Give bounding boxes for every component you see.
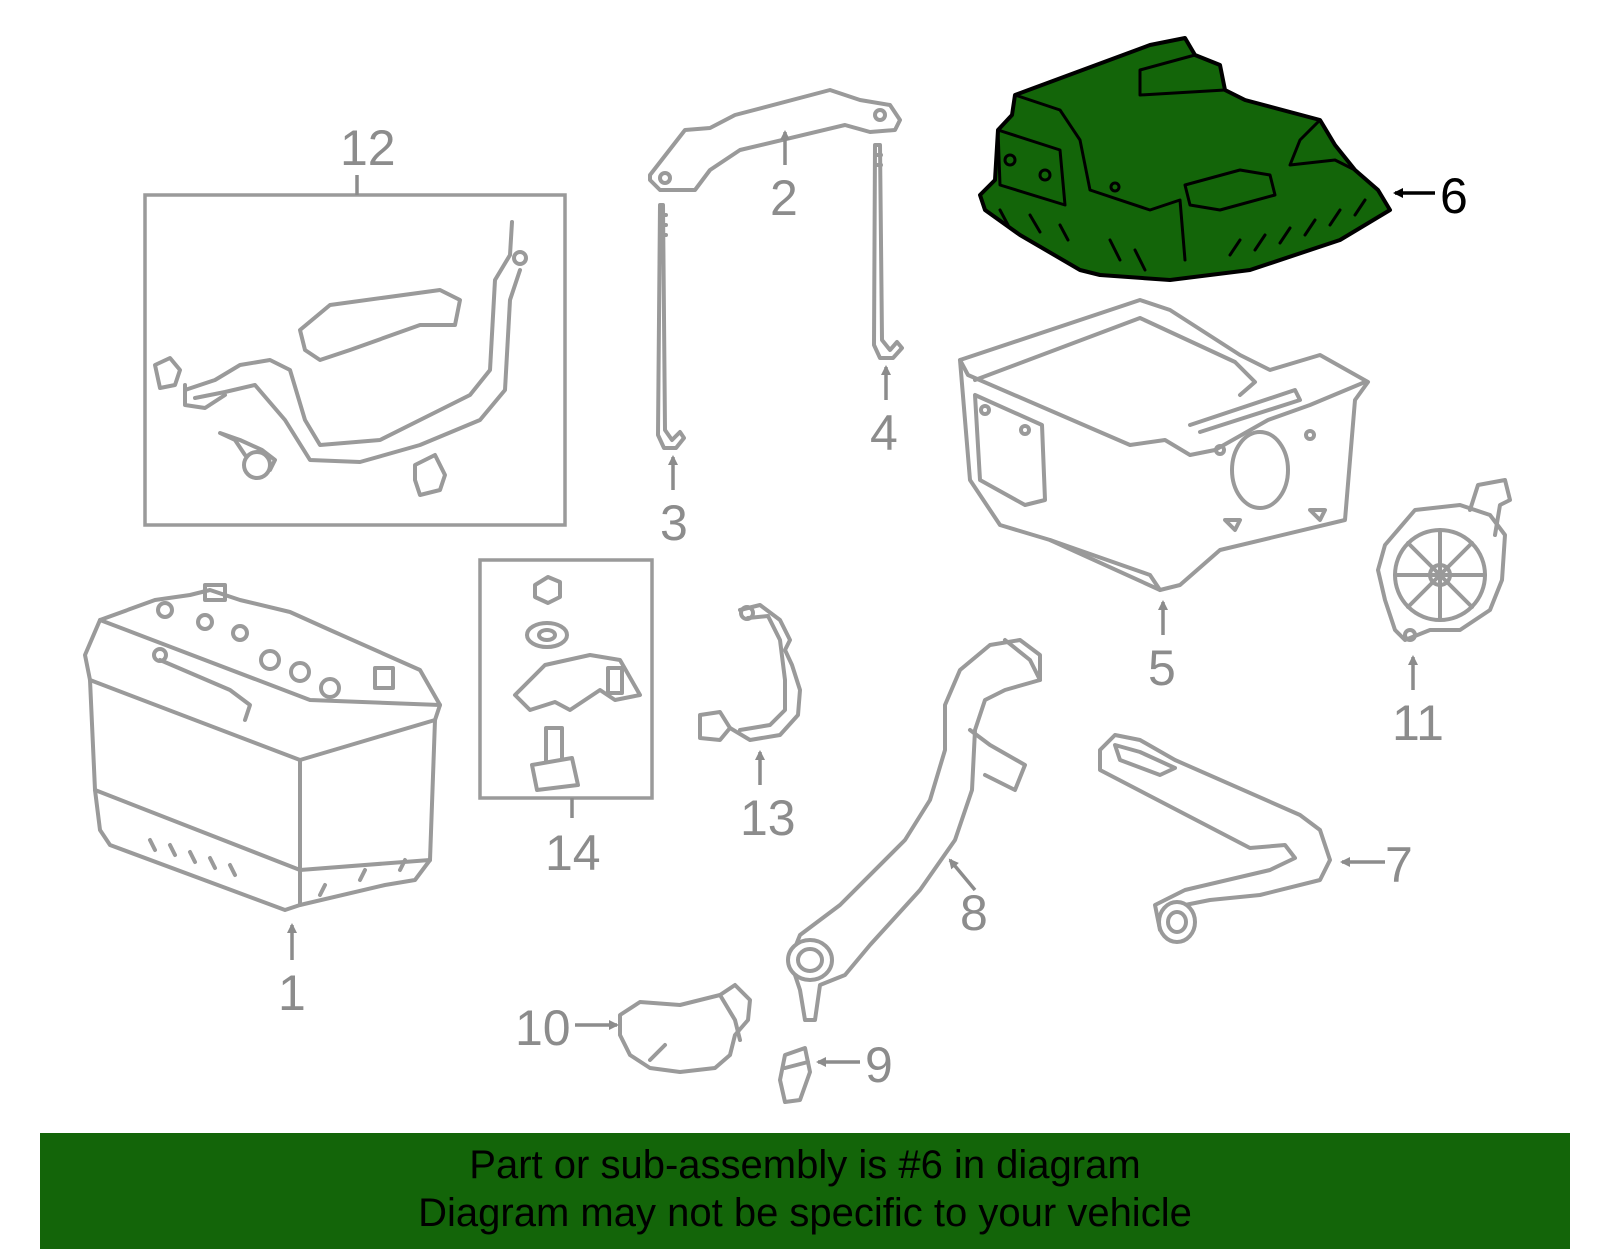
- info-banner: Part or sub-assembly is #6 in diagram Di…: [40, 1133, 1570, 1249]
- callout-11: 11: [1392, 695, 1444, 751]
- part-4-j-bolt[interactable]: [872, 143, 904, 360]
- leader-8: [948, 858, 977, 892]
- part-5-battery-tray[interactable]: [958, 298, 1370, 592]
- callout-12: 12: [340, 120, 396, 176]
- part-14-hardware-kit[interactable]: [478, 558, 654, 818]
- part-7-air-duct[interactable]: [1098, 733, 1332, 944]
- part-8-air-duct[interactable]: [786, 638, 1042, 1022]
- callout-1: 1: [278, 965, 306, 1021]
- part-11-motor[interactable]: [1376, 478, 1512, 642]
- callout-10: 10: [515, 1000, 571, 1056]
- part-2-bracket[interactable]: [648, 88, 902, 192]
- banner-line-1: Part or sub-assembly is #6 in diagram: [469, 1143, 1141, 1187]
- part-1-battery[interactable]: [83, 583, 442, 912]
- callout-13: 13: [740, 790, 796, 846]
- callout-6: 6: [1440, 168, 1468, 224]
- part-12-cable-kit[interactable]: [143, 175, 567, 527]
- banner-line-2: Diagram may not be specific to your vehi…: [418, 1191, 1192, 1235]
- callout-14: 14: [545, 825, 601, 881]
- callout-7: 7: [1385, 837, 1413, 893]
- callout-3: 3: [660, 495, 688, 551]
- callout-9: 9: [865, 1037, 893, 1093]
- part-13-ground-cable[interactable]: [698, 603, 802, 742]
- part-3-j-bolt[interactable]: [656, 203, 686, 450]
- callout-8: 8: [960, 885, 988, 941]
- callout-5: 5: [1148, 640, 1176, 696]
- part-9-grommet[interactable]: [778, 1046, 812, 1104]
- callout-4: 4: [870, 405, 898, 461]
- callout-2: 2: [770, 170, 798, 226]
- part-6-battery-cover-highlighted[interactable]: [978, 36, 1392, 282]
- part-10-boot[interactable]: [618, 983, 752, 1074]
